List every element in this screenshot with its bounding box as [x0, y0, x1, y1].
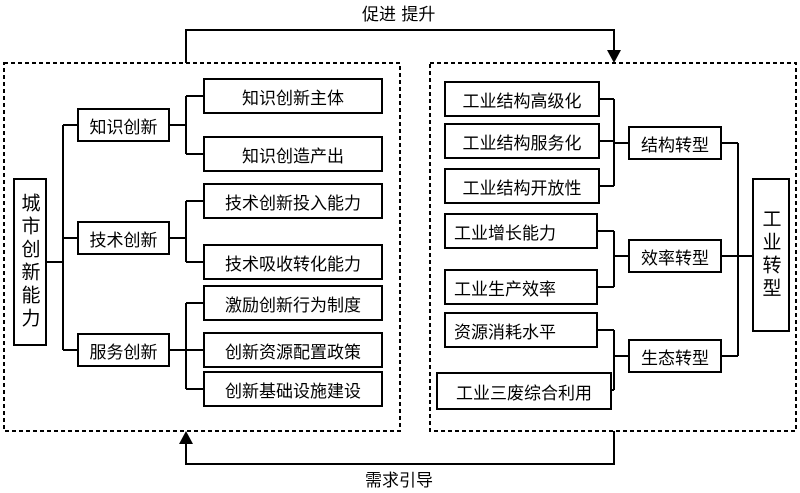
ecology-item-2: 工业三废综合利用 [436, 372, 612, 410]
service-innovation-node: 服务创新 [77, 333, 170, 367]
structure-transformation-node: 结构转型 [628, 126, 722, 160]
service-item-1: 激励创新行为制度 [203, 285, 383, 321]
urban-innovation-root: 城市创新能力 [13, 178, 47, 346]
structure-item-1: 工业结构高级化 [444, 81, 600, 117]
left-group-frame [3, 62, 401, 432]
bottom-feedback-line [185, 431, 615, 465]
ecology-transformation-node: 生态转型 [628, 339, 722, 373]
efficiency-transformation-node: 效率转型 [628, 239, 722, 273]
top-arrowhead [607, 50, 621, 63]
bottom-arrowhead [179, 431, 193, 444]
technology-innovation-node: 技术创新 [77, 221, 170, 255]
top-feedback-label: 促进 提升 [362, 0, 436, 25]
technology-item-1: 技术创新投入能力 [203, 183, 383, 219]
efficiency-item-1: 工业增长能力 [444, 213, 598, 249]
ecology-item-1: 资源消耗水平 [444, 312, 598, 348]
efficiency-item-2: 工业生产效率 [444, 269, 598, 305]
technology-item-2: 技术吸收转化能力 [203, 244, 383, 280]
structure-item-3: 工业结构开放性 [444, 168, 600, 204]
knowledge-innovation-node: 知识创新 [77, 108, 170, 142]
bottom-feedback-label: 需求引导 [365, 466, 433, 491]
knowledge-item-1: 知识创新主体 [203, 78, 383, 114]
industrial-transformation-root: 工业转型 [752, 178, 790, 332]
service-item-3: 创新基础设施建设 [203, 371, 383, 407]
knowledge-item-2: 知识创造产出 [203, 136, 383, 172]
structure-item-2: 工业结构服务化 [444, 123, 600, 159]
top-feedback-line [185, 29, 615, 63]
service-item-2: 创新资源配置政策 [203, 332, 383, 368]
